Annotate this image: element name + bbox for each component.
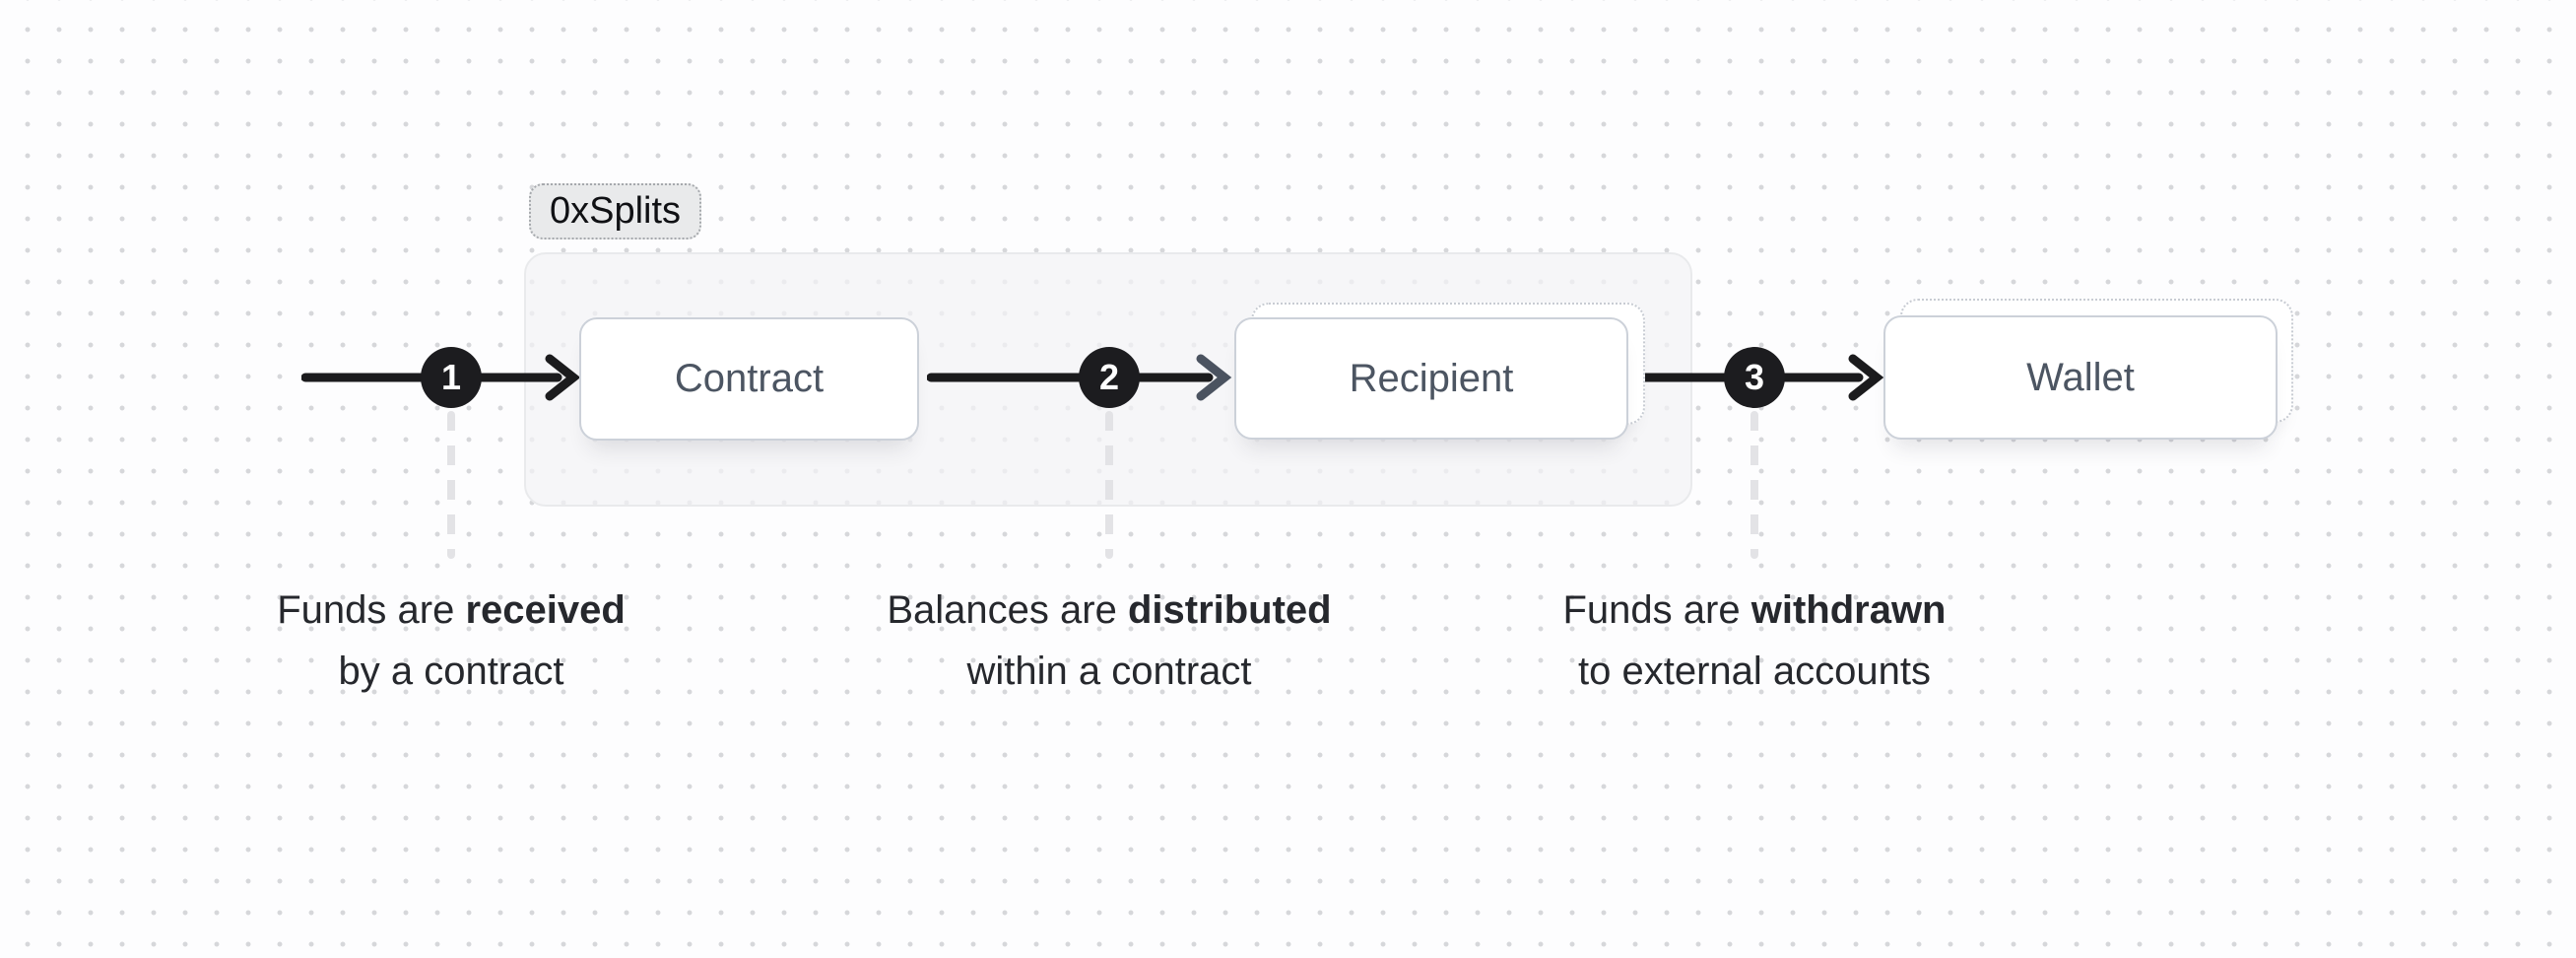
step-caption-2: Balances are distributed within a contra… <box>853 580 1365 702</box>
step-caption-3: Funds are withdrawn to external accounts <box>1498 580 2011 702</box>
step-caption-1: Funds are received by a contract <box>195 580 707 702</box>
node-wallet-label: Wallet <box>2026 355 2135 399</box>
step-caption-3-line1: Funds are withdrawn <box>1498 580 2011 641</box>
step-caption-1-bold: received <box>465 588 626 632</box>
oxsplits-badge: 0xSplits <box>529 183 701 240</box>
oxsplits-badge-label: 0xSplits <box>549 190 682 232</box>
flow-arrow-1-head-icon <box>545 354 581 401</box>
dashed-connector-3 <box>1750 411 1758 559</box>
flow-arrow-3-head-icon <box>1848 354 1884 401</box>
node-recipient-label: Recipient <box>1349 356 1514 400</box>
flow-arrow-2-head-icon <box>1196 354 1232 401</box>
flow-arrow-2 <box>927 354 1232 401</box>
step-caption-2-line2: within a contract <box>966 650 1252 693</box>
node-recipient: Recipient <box>1234 317 1628 440</box>
step-caption-3-bold: withdrawn <box>1750 588 1947 632</box>
step-caption-3-line2: to external accounts <box>1578 650 1931 693</box>
dashed-connector-1 <box>447 411 455 559</box>
step-circle-1-number: 1 <box>440 357 462 397</box>
step-circle-3: 3 <box>1724 347 1785 408</box>
step-caption-1-prefix: Funds are <box>277 588 466 632</box>
node-contract: Contract <box>579 317 919 441</box>
step-circle-2-number: 2 <box>1098 357 1120 397</box>
step-circle-1: 1 <box>421 347 482 408</box>
step-caption-1-line1: Funds are received <box>195 580 707 641</box>
node-wallet: Wallet <box>1883 315 2278 440</box>
step-caption-1-line2: by a contract <box>338 650 564 693</box>
dashed-connector-2 <box>1105 411 1113 559</box>
step-caption-2-line1: Balances are distributed <box>853 580 1365 641</box>
step-circle-3-number: 3 <box>1744 357 1765 397</box>
step-caption-2-bold: distributed <box>1127 588 1332 632</box>
step-caption-3-prefix: Funds are <box>1562 588 1751 632</box>
node-contract-label: Contract <box>674 357 825 400</box>
step-circle-2: 2 <box>1079 347 1140 408</box>
step-caption-2-prefix: Balances are <box>887 588 1128 632</box>
